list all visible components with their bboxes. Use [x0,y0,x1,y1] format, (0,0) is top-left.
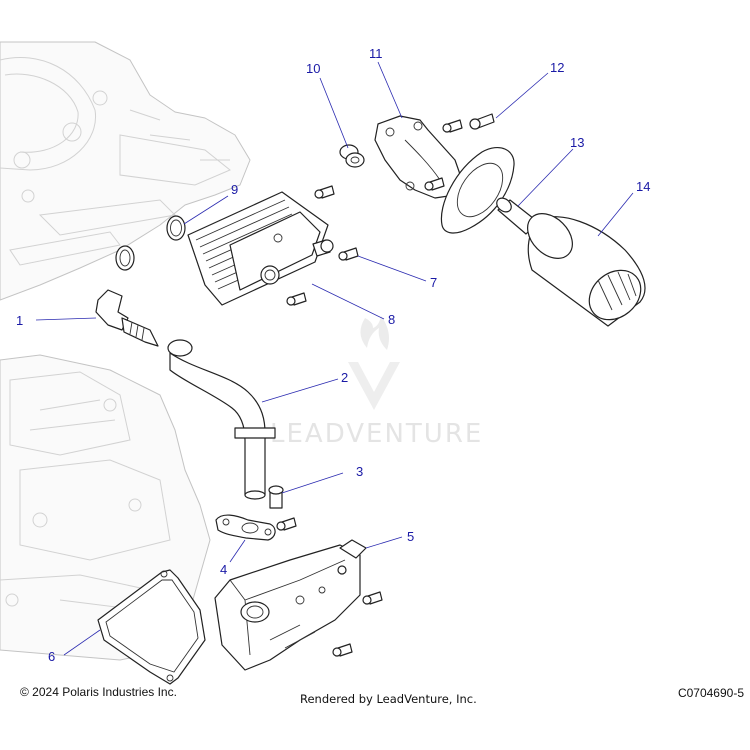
leader-lines [35,61,634,656]
seal-part-10 [339,144,365,168]
oil-filter-part-14 [527,213,646,327]
callout-9: 9 [231,182,238,197]
callout-8: 8 [388,312,395,327]
callout-5: 5 [407,529,414,544]
callout-12: 12 [550,60,564,75]
bolt-housing-right [362,591,383,605]
callout-3: 3 [356,464,363,479]
oil-cooler-part-8 [187,191,334,306]
callout-7: 7 [430,275,437,290]
bolt-part-3 [268,485,284,509]
bolt-adapter-mid [442,119,463,133]
leadventure-watermark: LEADVENTURE [270,316,483,449]
callout-11: 11 [369,46,383,61]
bolt-housing-bottom [332,643,353,657]
callout-2: 2 [341,370,348,385]
callout-labels: 1 2 3 4 5 6 7 8 9 10 11 12 13 14 [16,46,650,664]
callout-1: 1 [16,313,23,328]
callout-4: 4 [220,562,227,577]
o-ring-loose [115,245,135,271]
callout-10: 10 [306,61,320,76]
oil-pickup-tube-part-2 [167,339,276,500]
flame-logo-icon [360,316,389,350]
gasket-part-4 [215,514,276,541]
bolt-cooler-bottom [286,292,307,306]
sensor-part-1 [95,289,159,347]
callout-6: 6 [48,649,55,664]
bolt-part-7 [338,247,359,261]
callout-13: 13 [570,135,584,150]
bolt-part-3b [276,517,297,531]
o-ring-part-9 [166,215,186,241]
gasket-part-6 [97,569,206,685]
engine-block-upper-ghost [0,41,251,301]
figure-code: C0704690-5 [677,686,744,700]
watermark-text: LEADVENTURE [270,419,483,449]
oil-filter-housing-part-5 [214,539,367,671]
copyright-notice: © 2024 Polaris Industries Inc. [20,685,177,699]
bolt-cooler-top [314,185,335,199]
filter-adapter-part-11 [374,115,515,234]
callout-14: 14 [636,179,650,194]
rendered-by-credit: Rendered by LeadVenture, Inc. [300,692,477,706]
v-logo-icon [348,362,400,410]
bolt-part-12 [469,113,495,130]
bolt-adapter-low [424,177,445,191]
